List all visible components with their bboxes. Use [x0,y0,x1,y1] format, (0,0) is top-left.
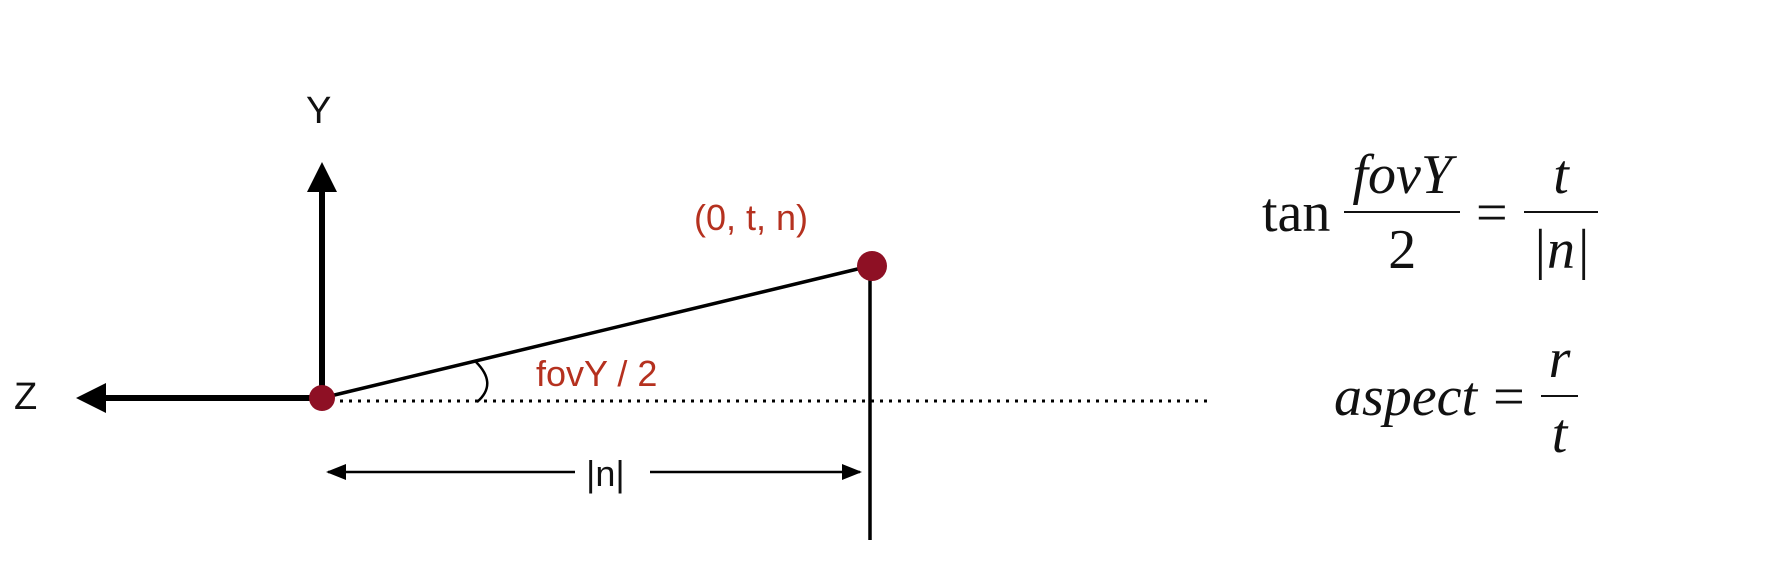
fov-half-angle-arc [475,361,489,403]
t-denominator: t [1551,402,1568,465]
point-coordinate-label: (0, t, n) [694,197,809,238]
fov-edge-line [321,264,871,400]
top-near-point [857,251,887,281]
fraction-bar [1344,210,1460,213]
fov-denominator: 2 [1388,218,1417,281]
z-axis-label: Z [14,376,38,418]
tan-fov-formula: tan fovY 2 = t |n| [1262,144,1599,281]
origin-point [309,385,335,411]
near-distance-label: |n| [582,456,629,492]
fov-numerator: fovY [1352,144,1452,206]
r-over-t-fraction: r t [1540,328,1579,465]
equals-sign: = [1493,365,1525,428]
aspect-variable: aspect [1334,365,1478,428]
fraction-bar [1540,394,1579,397]
aspect-formula: aspect = r t [1334,328,1579,465]
t-over-n-fraction: t |n| [1523,144,1599,281]
n-denominator: |n| [1531,218,1591,281]
t-numerator: t [1553,144,1569,206]
fraction-bar [1523,210,1599,213]
r-numerator: r [1548,328,1571,390]
tan-function: tan [1262,181,1331,244]
fov-half-fraction: fovY 2 [1344,146,1460,280]
half-fov-angle-label: fovY / 2 [536,353,658,394]
equals-sign: = [1475,181,1508,244]
y-axis-label: Y [306,90,332,132]
